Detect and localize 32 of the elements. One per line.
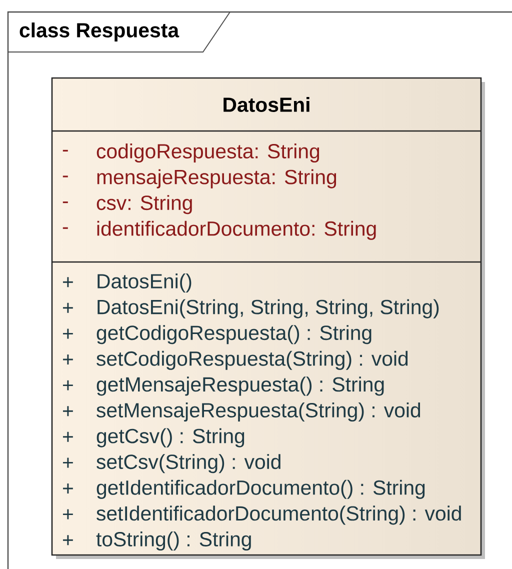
method-text: DatosEni(String, String, String, String) <box>98 299 439 318</box>
visibility-symbol: - <box>62 150 68 152</box>
visibility-symbol: + <box>63 458 73 468</box>
visibility-symbol: + <box>63 302 73 313</box>
method-text: setCsv(String) : void <box>96 454 280 474</box>
method-text: setMensajeRespuesta(String) : void <box>96 402 420 422</box>
visibility-symbol: + <box>63 535 73 546</box>
method-text: getMensajeRespuesta() : String <box>96 376 384 396</box>
method-text: toString() : String <box>96 531 251 551</box>
method-text: getCodigoRespuesta() : String <box>96 325 372 344</box>
visibility-symbol: + <box>63 277 73 288</box>
visibility-symbol: + <box>63 328 73 339</box>
visibility-symbol: - <box>62 227 68 229</box>
visibility-symbol: - <box>62 202 68 204</box>
visibility-symbol: + <box>63 380 73 390</box>
method-text: setIdentificadorDocumento(String) : void <box>96 506 461 525</box>
visibility-symbol: + <box>63 354 73 364</box>
attribute-text: mensajeRespuesta: String <box>97 169 336 188</box>
method-text: setCodigoRespuesta(String) : void <box>96 350 408 370</box>
method-text: DatosEni() <box>98 274 192 293</box>
visibility-symbol: + <box>63 432 73 442</box>
visibility-symbol: + <box>63 406 73 416</box>
attribute-text: codigoRespuesta: String <box>96 144 320 163</box>
visibility-symbol: - <box>62 176 68 178</box>
attribute-text: identificadorDocumento: String <box>97 220 376 240</box>
frame-title: class Respuesta <box>20 22 180 42</box>
visibility-symbol: + <box>63 484 73 494</box>
attribute-text: csv: String <box>96 195 192 214</box>
class-box: DatosEni - codigoRespuesta: String - mensajeRespuesta: String - csv: String - identificadorDocumento: String + DatosEni() + DatosEni(String, String, String, String) + getCodigoRespuesta() : String + setCodigoRespuesta(String) : void + getMensajeRespuesta() : String + setMensajeRespuesta(String) : void + getCsv() : String + setCsv(String) : void + getIdentificadorDocumento() : String + setIdentificadorDocumento(String) : void + toString() : String <box>51 77 485 559</box>
method-text: getCsv() : String <box>96 428 244 448</box>
method-text: getIdentificadorDocumento() : String <box>96 480 425 499</box>
visibility-symbol: + <box>63 509 73 520</box>
